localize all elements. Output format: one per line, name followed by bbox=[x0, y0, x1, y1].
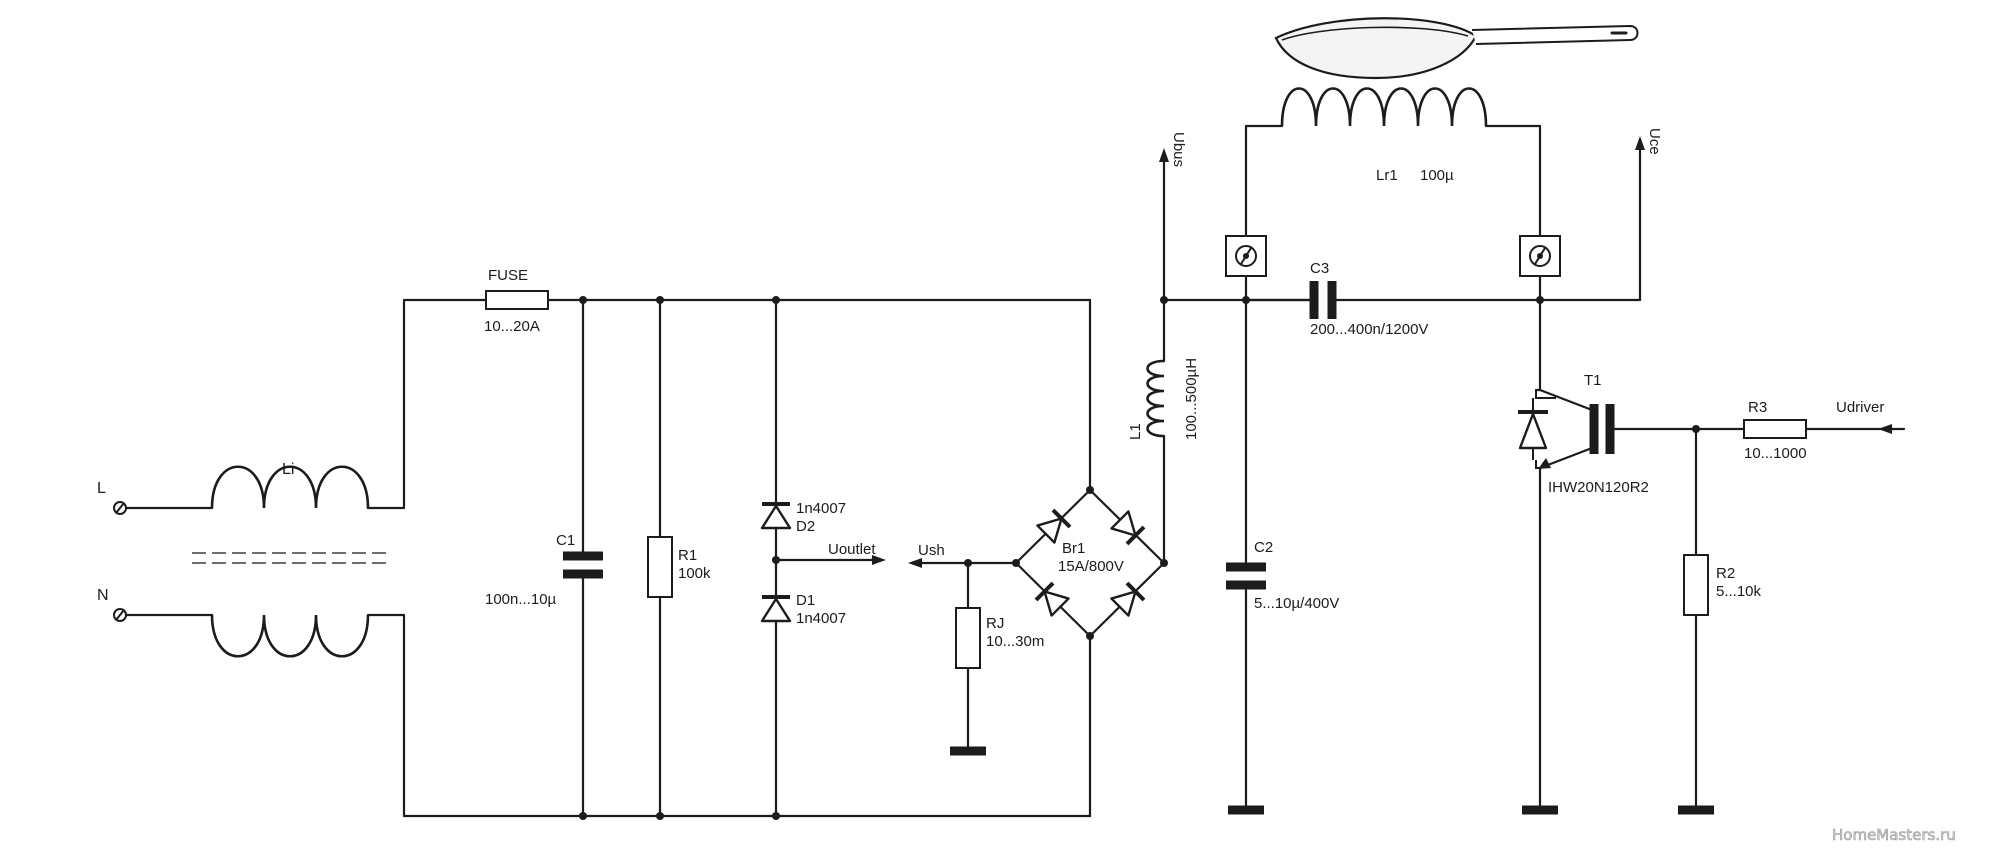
coil-terminal-right bbox=[1519, 235, 1561, 277]
rj-name: RJ bbox=[986, 615, 1004, 632]
diode-d1: D1 1n4007 bbox=[760, 558, 846, 820]
input-choke-label: Li bbox=[282, 461, 294, 478]
neutral-terminal: N bbox=[97, 587, 127, 622]
c2-value: 5...10µ/400V bbox=[1254, 595, 1339, 612]
resistor-r1: R1 100k bbox=[647, 296, 711, 820]
t1-part: IHW20N120R2 bbox=[1548, 479, 1649, 496]
r3-value: 10...1000 bbox=[1744, 445, 1807, 462]
c1-name: C1 bbox=[556, 532, 575, 549]
wire-line-top bbox=[366, 298, 488, 510]
pan-icon bbox=[1274, 17, 1639, 80]
rj-value: 10...30m bbox=[986, 633, 1044, 650]
fuse: FUSE 10...20A bbox=[484, 267, 1092, 335]
inductor-l1: L1 100...500µH bbox=[1127, 298, 1200, 565]
resistor-r3: R3 10...1000 bbox=[1694, 399, 1890, 462]
shunt-signal-label: Ush bbox=[918, 542, 945, 559]
d2-part: 1n4007 bbox=[796, 500, 846, 517]
d1-part: 1n4007 bbox=[796, 610, 846, 627]
wire-neutral-bottom bbox=[366, 613, 1092, 818]
r1-name: R1 bbox=[678, 547, 697, 564]
capacitor-c1: C1 100n...10µ bbox=[485, 296, 603, 820]
lr1-value: 100µ bbox=[1420, 167, 1454, 184]
r1-value: 100k bbox=[678, 565, 711, 582]
input-choke-li: Li bbox=[124, 461, 392, 658]
work-coil-lr1: Lr1 100µ bbox=[1244, 87, 1542, 302]
r2-name: R2 bbox=[1716, 565, 1735, 582]
br1-value: 15A/800V bbox=[1058, 558, 1124, 575]
igbt-t1: T1 IHW20N120R2 bbox=[1518, 298, 1698, 815]
outlet-signal-label: Uoutlet bbox=[828, 541, 876, 558]
l1-name: L1 bbox=[1127, 423, 1144, 440]
lr1-name: Lr1 bbox=[1376, 167, 1398, 184]
c3-name: C3 bbox=[1310, 260, 1329, 277]
bus-signal: Ubus bbox=[1159, 132, 1187, 304]
br1-name: Br1 bbox=[1062, 540, 1085, 557]
bridge-rectifier-br1: Br1 15A/800V bbox=[1012, 298, 1168, 818]
c2-name: C2 bbox=[1254, 539, 1273, 556]
collector-signal-label: Uce bbox=[1646, 128, 1663, 155]
r2-value: 5...10k bbox=[1716, 583, 1762, 600]
line-terminal: L bbox=[97, 480, 127, 515]
d2-name: D2 bbox=[796, 518, 815, 535]
fuse-name: FUSE bbox=[488, 267, 528, 284]
shunt-rj: Ush RJ 10...30m bbox=[908, 542, 1044, 756]
line-terminal-label: L bbox=[97, 480, 106, 497]
c3-value: 200...400n/1200V bbox=[1310, 321, 1428, 338]
collector-signal: Uce bbox=[1635, 128, 1663, 302]
neutral-terminal-label: N bbox=[97, 587, 109, 604]
c1-value: 100n...10µ bbox=[485, 591, 557, 608]
diode-d2: 1n4007 D2 bbox=[760, 296, 846, 562]
capacitor-c3: C3 200...400n/1200V bbox=[1242, 260, 1642, 338]
fuse-value: 10...20A bbox=[484, 318, 540, 335]
l1-value: 100...500µH bbox=[1183, 358, 1200, 440]
bus-signal-label: Ubus bbox=[1170, 132, 1187, 167]
driver-signal-label: Udriver bbox=[1836, 399, 1884, 416]
d1-name: D1 bbox=[796, 592, 815, 609]
t1-name: T1 bbox=[1584, 372, 1602, 389]
coil-terminal-left bbox=[1225, 235, 1267, 277]
driver-signal: Udriver bbox=[1836, 399, 1906, 434]
r3-name: R3 bbox=[1748, 399, 1767, 416]
resistor-r2: R2 5...10k bbox=[1678, 425, 1762, 815]
outlet-signal: Uoutlet bbox=[772, 541, 886, 565]
capacitor-c2: C2 5...10µ/400V bbox=[1226, 298, 1339, 815]
watermark: HomeMasters.ru bbox=[1832, 826, 1956, 844]
